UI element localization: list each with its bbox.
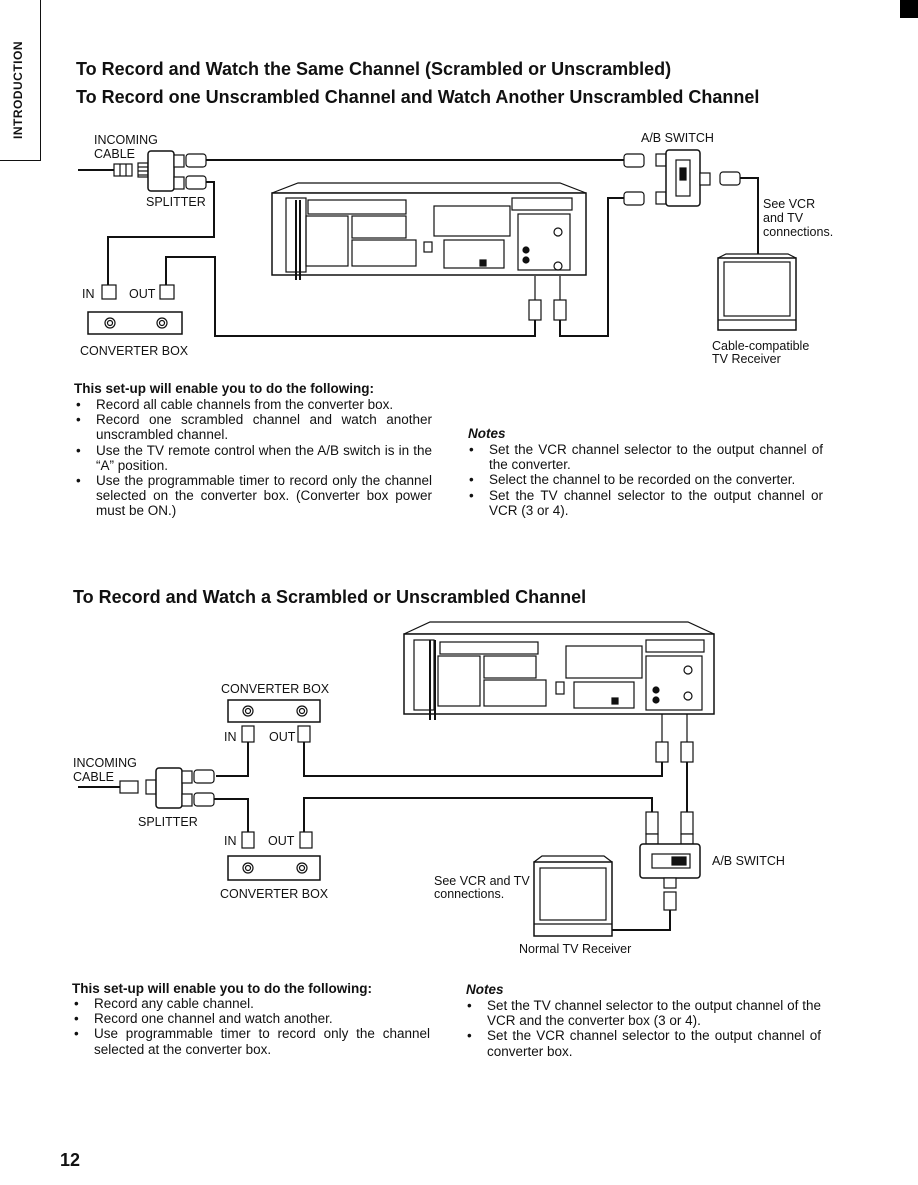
ab-switch-label: A/B SWITCH <box>712 854 785 868</box>
notes-list-2: Set the TV channel selector to the outpu… <box>465 998 821 1059</box>
list-item: Set the VCR channel selector to the outp… <box>465 1028 821 1058</box>
incoming-cable-label-1: INCOMING <box>94 133 158 147</box>
notes-list-1: Set the VCR channel selector to the outp… <box>467 442 823 518</box>
see-vcr-label-1: See VCR <box>763 197 816 211</box>
see-vcr-label-1: See VCR and TV <box>434 874 530 888</box>
see-vcr-label-2: and TV <box>763 211 804 225</box>
out-bottom-label: OUT <box>268 834 295 848</box>
in-label: IN <box>82 287 95 301</box>
list-item: Select the channel to be recorded on the… <box>467 472 823 487</box>
list-item: Set the TV channel selector to the outpu… <box>467 488 823 518</box>
incoming-cable-label-1: INCOMING <box>73 756 137 770</box>
setup-list-1: Record all cable channels from the conve… <box>74 397 432 519</box>
converter-box-label: CONVERTER BOX <box>80 344 189 358</box>
ab-switch-label: A/B SWITCH <box>641 131 714 145</box>
see-vcr-label-3: connections. <box>763 225 834 239</box>
converter-box-top-label: CONVERTER BOX <box>221 682 330 696</box>
section1-title-2: To Record one Unscrambled Channel and Wa… <box>76 87 760 107</box>
setup-list-2: Record any cable channel. Record one cha… <box>72 996 430 1057</box>
setup-heading-2: This set-up will enable you to do the fo… <box>72 981 372 996</box>
corner-mark <box>900 0 918 18</box>
list-item: Record all cable channels from the conve… <box>74 397 432 412</box>
coax-plug-icon <box>113 163 133 177</box>
splitter-icon <box>145 767 215 809</box>
converter-box-icon <box>227 699 321 743</box>
list-item: Use the TV remote control when the A/B s… <box>74 443 432 473</box>
ab-switch-icon <box>639 833 701 911</box>
splitter-icon <box>137 150 207 192</box>
splitter-label: SPLITTER <box>146 195 206 209</box>
tv-label-2: TV Receiver <box>712 352 781 366</box>
splitter-label: SPLITTER <box>138 815 198 829</box>
page-number: 12 <box>60 1150 81 1170</box>
incoming-cable-label-2: CABLE <box>94 147 135 161</box>
section1-title-1: To Record and Watch the Same Channel (Sc… <box>76 59 672 79</box>
notes-heading-1: Notes <box>468 426 506 441</box>
in-bottom-label: IN <box>224 834 237 848</box>
incoming-cable-label-2: CABLE <box>73 770 114 784</box>
list-item: Use programmable timer to record only th… <box>72 1026 430 1056</box>
converter-box-icon <box>87 284 183 335</box>
converter-box-bottom-label: CONVERTER BOX <box>220 887 329 901</box>
converter-box-icon <box>227 831 321 881</box>
tv-icon <box>717 253 797 331</box>
vcr-icon <box>271 182 587 280</box>
section2-title: To Record and Watch a Scrambled or Unscr… <box>73 587 587 607</box>
see-vcr-label-2: connections. <box>434 887 505 901</box>
notes-heading-2: Notes <box>466 982 504 997</box>
setup-heading-1: This set-up will enable you to do the fo… <box>74 381 374 396</box>
tv-icon <box>533 855 613 937</box>
tv-label: Normal TV Receiver <box>519 942 632 956</box>
side-tab <box>0 0 41 161</box>
list-item: Record one scrambled channel and watch a… <box>74 412 432 442</box>
list-item: Use the programmable timer to record onl… <box>74 473 432 519</box>
out-label: OUT <box>129 287 156 301</box>
tv-label-1: Cable-compatible <box>712 339 810 353</box>
list-item: Record any cable channel. <box>72 996 430 1011</box>
list-item: Set the VCR channel selector to the outp… <box>467 442 823 472</box>
list-item: Set the TV channel selector to the outpu… <box>465 998 821 1028</box>
list-item: Record one channel and watch another. <box>72 1011 430 1026</box>
vcr-icon <box>403 621 715 720</box>
out-top-label: OUT <box>269 730 296 744</box>
in-top-label: IN <box>224 730 237 744</box>
ab-switch-icon <box>655 149 741 207</box>
